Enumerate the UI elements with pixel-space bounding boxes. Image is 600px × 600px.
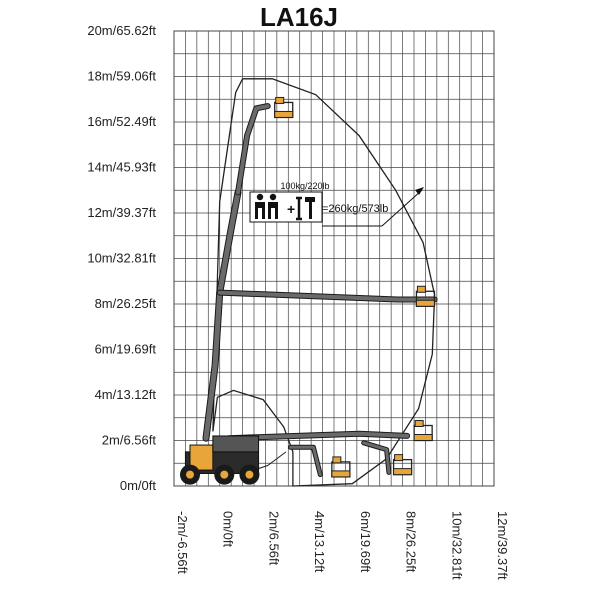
main-boom-low — [226, 431, 410, 441]
x-tick-label: -2m/-6.56ft — [175, 511, 190, 574]
operator-icon-body — [255, 202, 265, 219]
platform-load-label: =260kg/573lb — [322, 203, 388, 215]
callout-arrowhead — [415, 187, 424, 195]
operator-icon-body — [268, 202, 278, 219]
occupant-capacity-label: 100kg/220lb — [280, 181, 329, 191]
platform-max-height-console — [275, 96, 285, 104]
x-tick-label: 12m/39.37ft — [495, 511, 510, 580]
x-tick-label: 0m/0ft — [221, 511, 236, 548]
y-tick-label: 6m/19.69ft — [95, 342, 157, 357]
platform-max-outreach-console — [416, 285, 426, 293]
main-boom-max-outreach — [217, 290, 437, 302]
callout-leader — [381, 189, 423, 227]
turntable — [212, 435, 260, 453]
x-tick-label: 8m/26.25ft — [404, 511, 419, 573]
tower-boom — [203, 190, 241, 441]
platform-down-1-console — [332, 456, 342, 464]
x-tick-label: 4m/13.12ft — [312, 511, 327, 573]
wrench-icon — [296, 196, 302, 221]
x-tick-label: 2m/6.56ft — [266, 511, 281, 566]
jib-boom-down-2 — [362, 441, 391, 474]
wheel-hub — [245, 470, 254, 479]
counterweight — [189, 444, 214, 471]
diagram-title: LA16J — [260, 2, 338, 32]
lift-machine — [180, 435, 260, 485]
wheel-hub — [186, 470, 194, 479]
boom-positions — [202, 96, 438, 478]
operator-icon-head — [269, 193, 277, 201]
platform-low-console — [414, 420, 424, 427]
platform-max-height-floor — [274, 110, 294, 118]
hammer-icon — [305, 197, 315, 219]
platform-max-outreach-floor — [415, 299, 435, 307]
platform-low-floor — [413, 434, 433, 441]
capacity-callout: 100kg/220lb =260kg/573lb + — [249, 181, 424, 227]
y-tick-label: 8m/26.25ft — [95, 296, 157, 311]
y-tick-label: 16m/52.49ft — [87, 114, 156, 129]
grid — [173, 30, 495, 487]
y-tick-label: 10m/32.81ft — [87, 251, 156, 266]
x-tick-label: 10m/32.81ft — [449, 511, 464, 580]
wheel-hub — [220, 470, 229, 479]
plus-icon: + — [287, 201, 295, 217]
y-tick-label: 20m/65.62ft — [87, 23, 156, 38]
y-tick-label: 2m/6.56ft — [102, 433, 157, 448]
y-tick-label: 18m/59.06ft — [87, 69, 156, 84]
jib-boom-max-height — [236, 104, 270, 195]
jib-boom-down-1 — [289, 445, 322, 477]
envelope-outline — [212, 78, 436, 487]
y-tick-label: 0m/0ft — [120, 478, 157, 493]
y-tick-label: 4m/13.12ft — [95, 387, 157, 402]
platform-down-1-floor — [331, 470, 351, 478]
x-tick-labels: -2m/-6.56ft 0m/0ft 2m/6.56ft 4m/13.12ft 6m/1… — [175, 511, 510, 580]
platform-down-2-floor — [393, 468, 413, 476]
y-tick-label: 12m/39.37ft — [87, 205, 156, 220]
x-tick-label: 6m/19.69ft — [358, 511, 373, 573]
platform-down-2-console — [394, 454, 404, 462]
y-tick-label: 14m/45.93ft — [87, 160, 156, 175]
y-tick-labels: 20m/65.62ft 18m/59.06ft 16m/52.49ft 14m/45.… — [87, 23, 156, 493]
operator-icon-head — [256, 193, 264, 201]
